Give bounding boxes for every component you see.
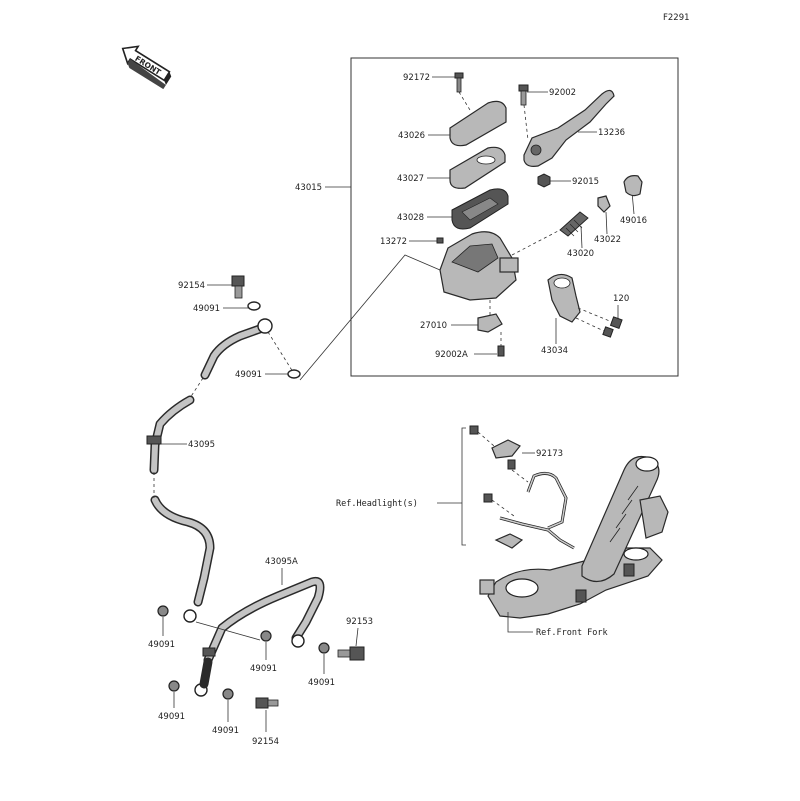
reservoir-cap-43026 bbox=[449, 100, 507, 147]
steering-stem-assembly bbox=[479, 455, 669, 619]
boot-49016 bbox=[623, 175, 643, 197]
washer-49091-a bbox=[247, 301, 261, 311]
pin-43022 bbox=[597, 195, 611, 213]
label-92015: 92015 bbox=[572, 177, 599, 187]
connection-line bbox=[299, 254, 441, 381]
master-cylinder-box bbox=[350, 57, 679, 377]
pin-13272 bbox=[436, 237, 444, 244]
screw-92002A bbox=[497, 345, 505, 357]
switch-27010 bbox=[477, 313, 503, 333]
washer-49091-f bbox=[168, 680, 180, 692]
label-92172: 92172 bbox=[403, 73, 430, 83]
label-92173: 92173 bbox=[536, 449, 563, 459]
banjo-bolt-92153 bbox=[337, 646, 365, 661]
label-49091-a: 49091 bbox=[193, 304, 220, 314]
bolt-92002 bbox=[518, 84, 529, 106]
master-cylinder-body bbox=[439, 229, 561, 301]
washer-49091-d bbox=[260, 630, 272, 642]
label-27010: 27010 bbox=[420, 321, 447, 331]
bolts-120 bbox=[575, 307, 623, 338]
front-arrow-icon: FRONT bbox=[121, 45, 172, 90]
label-120: 120 bbox=[613, 294, 629, 304]
label-43095A: 43095A bbox=[265, 557, 298, 567]
ref-headlight-label: Ref.Headlight(s) bbox=[336, 499, 418, 509]
headlight-bolt bbox=[483, 493, 515, 517]
label-49091-d: 49091 bbox=[250, 664, 277, 674]
brake-hose-43095A bbox=[194, 576, 325, 697]
brake-hose-43095 bbox=[146, 318, 273, 607]
label-49091-f: 49091 bbox=[158, 712, 185, 722]
label-49091-b: 49091 bbox=[235, 370, 262, 380]
label-43034: 43034 bbox=[541, 346, 568, 356]
ref-front-fork-label: Ref.Front Fork bbox=[536, 628, 608, 638]
figure-code: F2291 bbox=[663, 13, 690, 23]
screw-92172 bbox=[454, 72, 464, 93]
label-43026: 43026 bbox=[398, 131, 425, 141]
label-43095: 43095 bbox=[188, 440, 215, 450]
bracket-92173 bbox=[469, 425, 529, 483]
label-92154-bottom: 92154 bbox=[252, 737, 279, 747]
label-43027: 43027 bbox=[397, 174, 424, 184]
label-92002A: 92002A bbox=[435, 350, 468, 360]
label-92154-top: 92154 bbox=[178, 281, 205, 291]
brake-lever-13236 bbox=[523, 89, 615, 167]
banjo-bolt-92154-bottom bbox=[255, 697, 279, 709]
nut-92015 bbox=[537, 173, 551, 188]
piston-43020 bbox=[559, 211, 589, 237]
label-13236: 13236 bbox=[598, 128, 625, 138]
washer-49091-e bbox=[318, 642, 330, 654]
banjo-bolt-92154-top bbox=[231, 275, 245, 299]
label-13272: 13272 bbox=[380, 237, 407, 247]
label-49091-g: 49091 bbox=[212, 726, 239, 736]
label-43028: 43028 bbox=[397, 213, 424, 223]
washer-49091-b bbox=[287, 369, 301, 379]
label-92002: 92002 bbox=[549, 88, 576, 98]
label-43022: 43022 bbox=[594, 235, 621, 245]
banjo-fitting bbox=[183, 609, 197, 623]
washer-49091-g bbox=[222, 688, 234, 700]
label-49016: 49016 bbox=[620, 216, 647, 226]
label-43020: 43020 bbox=[567, 249, 594, 259]
washer-49091-c bbox=[157, 605, 169, 617]
label-92153: 92153 bbox=[346, 617, 373, 627]
plate-43027 bbox=[449, 146, 506, 189]
label-43015: 43015 bbox=[295, 183, 322, 193]
label-49091-e: 49091 bbox=[308, 678, 335, 688]
label-49091-c: 49091 bbox=[148, 640, 175, 650]
